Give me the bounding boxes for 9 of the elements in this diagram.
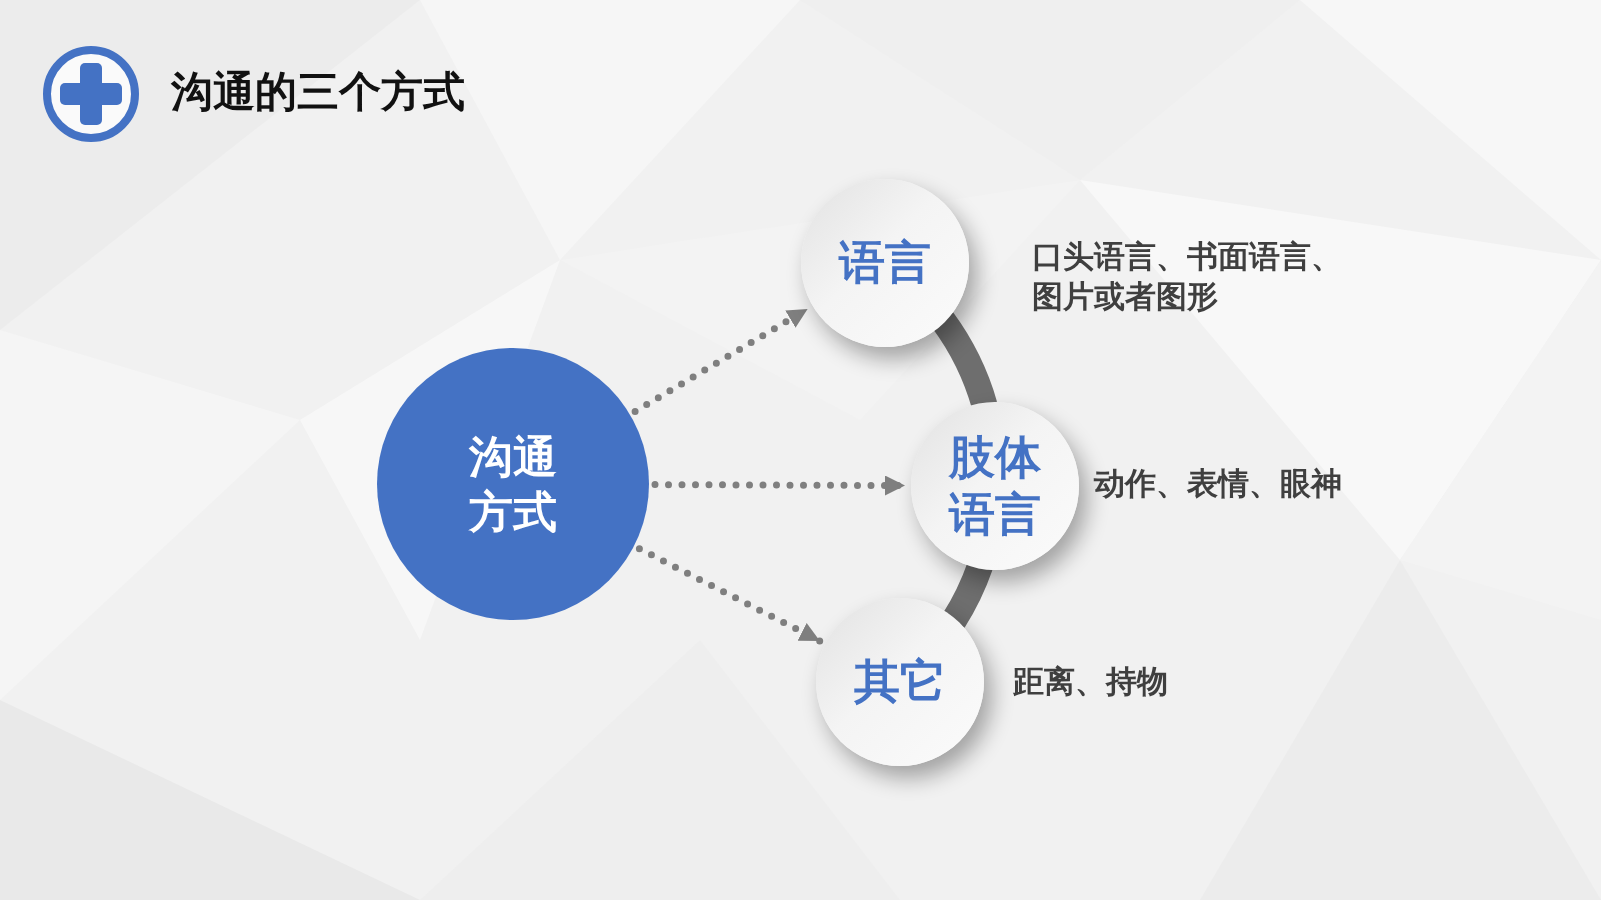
dotted-arrow — [635, 545, 824, 645]
node-label: 沟通方式 — [467, 431, 558, 538]
node-label: 语言 — [837, 235, 932, 291]
description-text: 距离、持物 — [1013, 663, 1169, 701]
slide-title: 沟通的三个方式 — [171, 67, 465, 117]
description-text: 口头语言、书面语言、图片或者图形 — [1032, 238, 1343, 316]
node-label: 其它 — [853, 654, 947, 710]
description-text: 动作、表情、眼神 — [1094, 465, 1343, 503]
node-label: 肢体语言 — [947, 429, 1042, 542]
